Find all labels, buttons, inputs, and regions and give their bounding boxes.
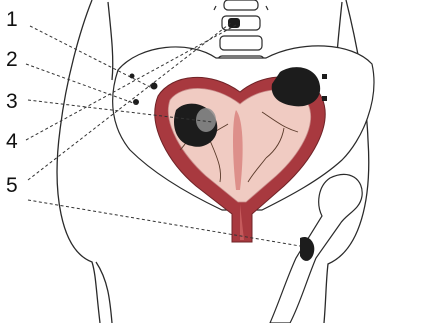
- callout-number-5: 5: [6, 174, 18, 197]
- callout-number-1: 1: [6, 8, 18, 31]
- lymph-node-1: [151, 83, 158, 90]
- lymph-node-2: [133, 99, 139, 105]
- callout-number-2: 2: [6, 48, 18, 71]
- lymph-node-4: [322, 74, 327, 79]
- callout-number-4: 4: [6, 130, 18, 153]
- callout-number-3: 3: [6, 90, 18, 113]
- lymph-node-3: [130, 74, 135, 79]
- lymph-node-5: [322, 96, 327, 101]
